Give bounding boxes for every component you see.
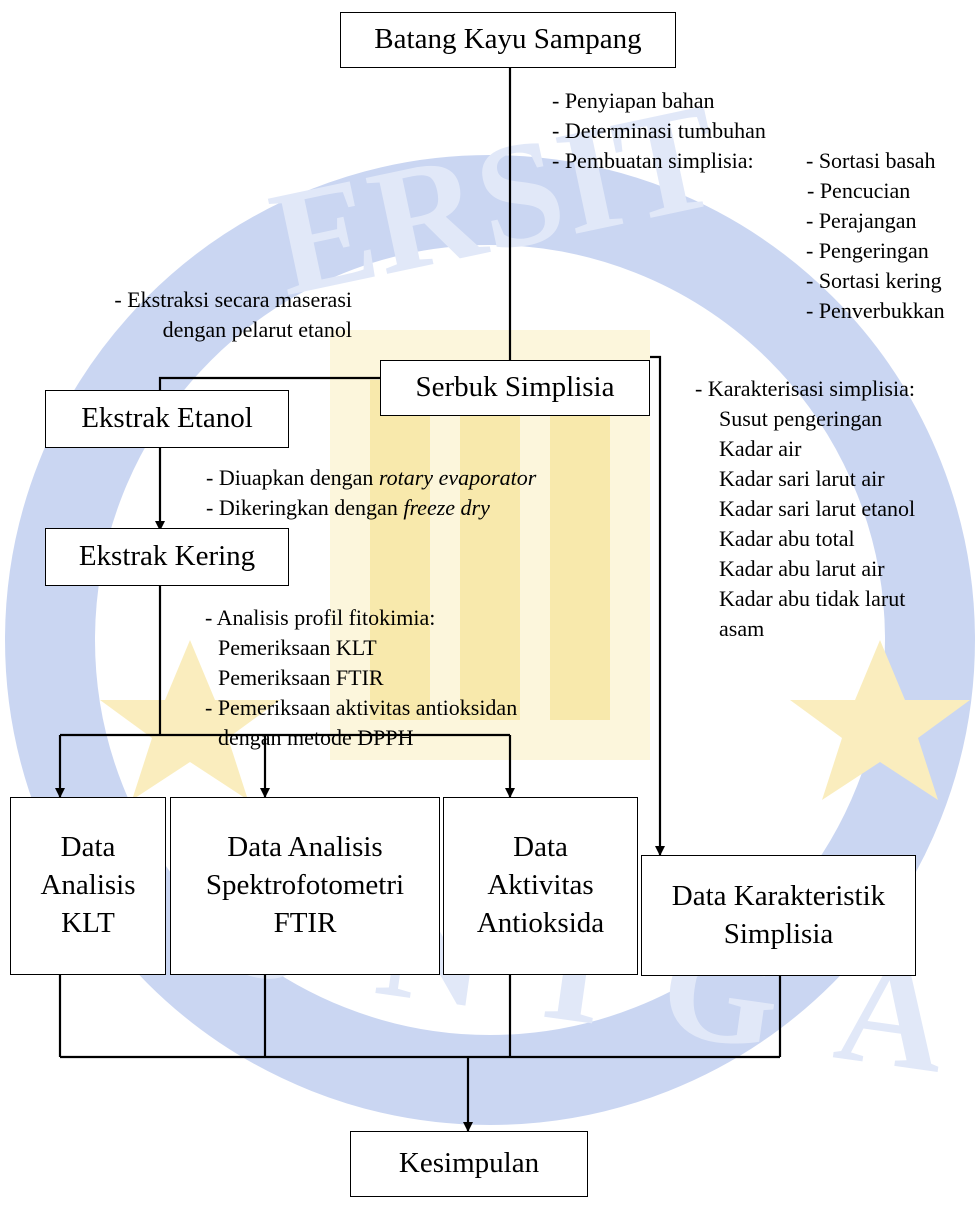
arrow-serbuk-karakteristik — [650, 355, 665, 856]
char-line-5: Kadar sari larut etanol — [719, 496, 916, 521]
annotation-simplisia-steps: - Sortasi basah - Pencucian - Perajangan… — [806, 146, 945, 326]
step-2: - Pencucian — [807, 178, 911, 203]
annotation-drying: - Diuapkan dengan rotary evaporator - Di… — [206, 463, 536, 523]
box-klt-line-3: KLT — [61, 906, 115, 939]
annotation-analysis: - Analisis profil fitokimia: Pemeriksaan… — [205, 603, 517, 753]
box-ekstrak-kering: Ekstrak Kering — [45, 528, 289, 586]
box-serbuk-simplisia: Serbuk Simplisia — [380, 360, 650, 416]
char-line-2: Susut pengeringan — [719, 406, 883, 431]
char-line-9: asam — [719, 616, 765, 641]
box-klt-line-2: Analisis — [40, 869, 136, 902]
box-data-analisis-klt: Data Analisis KLT — [10, 797, 166, 975]
char-line-4: Kadar sari larut air — [719, 466, 885, 491]
step-1: - Sortasi basah — [806, 148, 936, 173]
box-kering-label: Ekstrak Kering — [78, 540, 256, 573]
box-batang-label: Batang Kayu Sampang — [374, 23, 642, 56]
prep-line-1: - Penyiapan bahan — [552, 88, 715, 113]
annotation-characterization: - Karakterisasi simplisia: Susut pengeri… — [695, 374, 915, 644]
box-aktivitas-line-3: Antioksida — [476, 906, 605, 939]
char-line-6: Kadar abu total — [719, 526, 855, 551]
box-data-analisis-ftir: Data Analisis Spektrofotometri FTIR — [170, 797, 440, 975]
drying-line-1: - Diuapkan dengan rotary evaporator — [206, 465, 537, 490]
prep-line-3: - Pembuatan simplisia: — [552, 148, 754, 173]
box-aktivitas-line-1: Data — [513, 831, 568, 864]
annotation-preparation: - Penyiapan bahan - Determinasi tumbuhan… — [552, 86, 766, 176]
step-6: - Penverbukkan — [806, 298, 945, 323]
box-ftir-line-1: Data Analisis — [227, 831, 383, 864]
box-ekstrak-etanol: Ekstrak Etanol — [45, 390, 289, 448]
box-klt-line-1: Data — [60, 831, 116, 864]
box-kesimpulan: Kesimpulan — [350, 1131, 588, 1197]
char-line-7: Kadar abu larut air — [719, 556, 885, 581]
box-data-karakteristik-simplisia: Data Karakteristik Simplisia — [641, 855, 916, 976]
extraction-line-1: - Ekstraksi secara maserasi — [114, 287, 352, 312]
analysis-line-4: - Pemeriksaan aktivitas antioksidan — [205, 695, 518, 720]
char-line-3: Kadar air — [719, 436, 802, 461]
box-data-aktivitas-antioksida: Data Aktivitas Antioksida — [443, 797, 638, 975]
box-karakteristik-line-1: Data Karakteristik — [671, 879, 886, 912]
step-3: - Perajangan — [806, 208, 917, 233]
box-batang-kayu-sampang: Batang Kayu Sampang — [340, 12, 676, 68]
step-4: - Pengeringan — [806, 238, 929, 263]
box-ftir-line-3: FTIR — [273, 906, 337, 939]
analysis-line-5: dengan metode DPPH — [218, 725, 414, 750]
char-line-8: Kadar abu tidak larut — [719, 586, 906, 611]
box-serbuk-label: Serbuk Simplisia — [415, 371, 615, 404]
box-aktivitas-line-2: Aktivitas — [487, 869, 594, 902]
annotation-extraction: - Ekstraksi secara maserasi dengan pelar… — [60, 285, 352, 345]
analysis-line-1: - Analisis profil fitokimia: — [205, 605, 436, 630]
box-etanol-label: Ekstrak Etanol — [81, 402, 253, 435]
box-kesimpulan-label: Kesimpulan — [398, 1147, 540, 1180]
box-ftir-line-2: Spektrofotometri — [205, 869, 405, 902]
prep-line-2: - Determinasi tumbuhan — [552, 118, 766, 143]
extraction-line-2: dengan pelarut etanol — [162, 317, 352, 342]
char-line-1: - Karakterisasi simplisia: — [695, 376, 915, 401]
box-karakteristik-line-2: Simplisia — [723, 917, 834, 950]
analysis-line-2: Pemeriksaan KLT — [218, 635, 377, 660]
drying-line-2: - Dikeringkan dengan freeze dry — [206, 495, 490, 520]
step-5: - Sortasi kering — [806, 268, 942, 293]
analysis-line-3: Pemeriksaan FTIR — [218, 665, 384, 690]
